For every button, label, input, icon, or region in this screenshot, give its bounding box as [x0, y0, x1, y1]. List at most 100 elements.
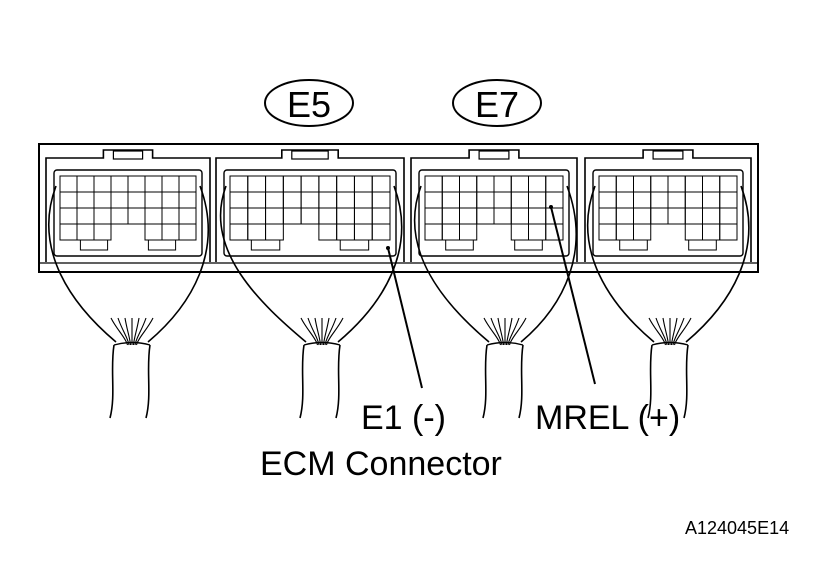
terminal-cavity [336, 175, 355, 193]
terminal-grid [598, 175, 738, 241]
terminal-cavity [300, 207, 320, 225]
terminal-cavity [59, 175, 78, 193]
terminal-cavity [493, 191, 512, 209]
terminal-grid [59, 175, 197, 241]
connector-label-e5: E5 [264, 79, 354, 127]
connector-blocks [45, 149, 752, 262]
terminal-cavity [229, 175, 249, 193]
connector-block-2 [215, 149, 405, 262]
terminal-cavity [93, 175, 112, 193]
terminal-cavity [684, 223, 703, 241]
terminal-cavity [161, 191, 180, 209]
diagram-title: ECM Connector [260, 445, 502, 483]
terminal-cavity [371, 223, 391, 241]
terminal-cavity [300, 175, 320, 193]
terminal-cavity [144, 223, 163, 241]
terminal-cavity [318, 175, 338, 193]
terminal-cavity [719, 207, 738, 225]
terminal-cavity [300, 191, 320, 209]
cable-sheath-left [647, 344, 653, 419]
harness-outline-right [685, 185, 750, 343]
terminal-cavity [510, 207, 529, 225]
terminal-cavity [353, 223, 373, 241]
connector-label-e7-text: E7 [475, 84, 519, 125]
terminal-cavity [633, 223, 652, 241]
connector-latch [652, 150, 684, 160]
terminal-cavity [441, 223, 460, 241]
terminal-cavity [110, 191, 129, 209]
terminal-cavity [441, 175, 460, 193]
terminal-cavity [510, 223, 529, 241]
terminal-cavity [667, 175, 686, 193]
terminal-cavity [265, 191, 284, 209]
terminal-cavity [667, 191, 686, 209]
terminal-cavity [441, 207, 460, 225]
terminal-cavity [459, 223, 478, 241]
keying-notch [147, 239, 177, 251]
cable-sheath-right [145, 344, 151, 419]
terminal-cavity [144, 191, 163, 209]
terminal-cavity [265, 175, 284, 193]
terminal-cavity [76, 207, 95, 225]
terminal-cavity [247, 223, 267, 241]
connector-block-frame [410, 149, 578, 262]
terminal-cavity [719, 223, 738, 241]
cable-sheath-top [113, 341, 151, 346]
harness-outline-left [47, 185, 117, 343]
terminal-cavity [336, 191, 355, 209]
terminal-cavity [282, 207, 302, 225]
terminal-cavity [110, 175, 129, 193]
terminal-cavity [229, 223, 249, 241]
terminal-cavity [93, 191, 112, 209]
terminal-cavity [178, 175, 197, 193]
terminal-cavity [459, 175, 478, 193]
terminal-cavity [353, 191, 373, 209]
connector-latch [112, 150, 144, 160]
terminal-cavity [545, 175, 564, 193]
e1-terminal-marker [386, 246, 390, 250]
terminal-cavity [178, 207, 197, 225]
mrel-terminal-marker [549, 205, 553, 209]
mrel-leader-line [550, 206, 596, 385]
terminal-cavity [719, 175, 738, 193]
mrel-terminal-label: MREL (+) [535, 399, 680, 437]
terminal-cavity [93, 207, 112, 225]
cable-sheath-right [683, 344, 689, 419]
terminal-cavity [127, 191, 146, 209]
cable-sheath-left [299, 344, 305, 419]
terminal-cavity [650, 207, 669, 225]
terminal-cavity [424, 223, 443, 241]
terminal-cavity [493, 175, 512, 193]
connector-label-e7: E7 [452, 79, 542, 127]
terminal-cavity [702, 223, 721, 241]
terminal-cavity [528, 207, 547, 225]
terminal-cavity [161, 175, 180, 193]
connector-shell [223, 169, 397, 257]
connector-shell [418, 169, 570, 257]
terminal-cavity [633, 175, 652, 193]
terminal-grid [424, 175, 564, 241]
harness-outline-right [147, 185, 209, 343]
terminal-cavity [598, 191, 617, 209]
connector-shell [53, 169, 203, 257]
terminal-cavity [615, 191, 634, 209]
terminal-cavity [265, 223, 284, 241]
terminal-cavity [476, 175, 495, 193]
terminal-cavity [528, 191, 547, 209]
terminal-cavity [459, 191, 478, 209]
terminal-cavity [178, 191, 197, 209]
terminal-cavity [545, 223, 564, 241]
terminal-cavity [424, 175, 443, 193]
wire-harness-4 [586, 185, 750, 419]
harness-outline-left [219, 185, 307, 343]
terminal-cavity [93, 223, 112, 241]
terminal-cavity [424, 207, 443, 225]
connector-shell [592, 169, 744, 257]
terminal-cavity [702, 191, 721, 209]
terminal-cavity [441, 191, 460, 209]
terminal-cavity [528, 175, 547, 193]
terminal-cavity [229, 191, 249, 209]
terminal-cavity [371, 175, 391, 193]
harness-outline-left [413, 185, 490, 343]
keying-notch [514, 239, 543, 251]
